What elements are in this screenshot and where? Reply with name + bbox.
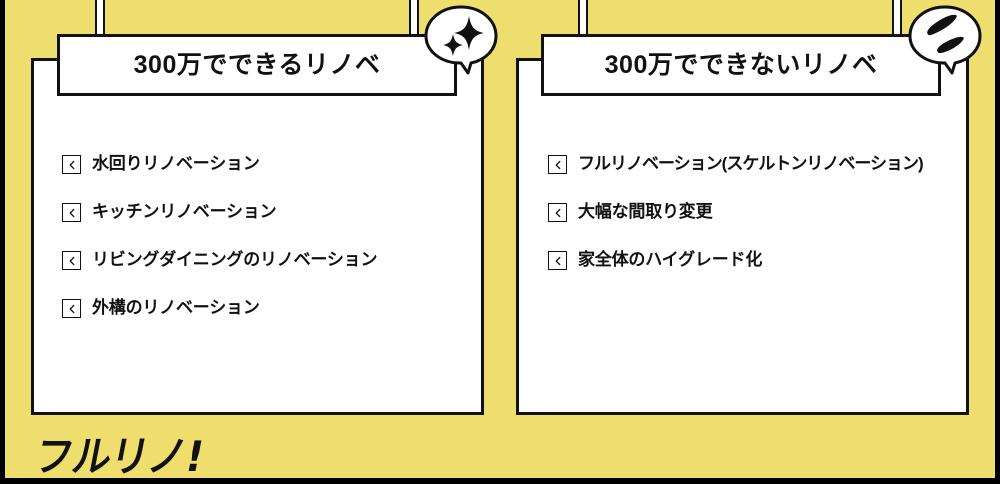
sparkles-icon	[424, 5, 498, 75]
list-item-label: キッチンリノベーション	[92, 202, 277, 222]
chevron-left-icon	[548, 155, 567, 174]
list-item-label: リビングダイニングのリノベーション	[92, 250, 378, 270]
chevron-left-icon	[62, 155, 81, 174]
fururino-logo: フルリノ!	[30, 432, 213, 481]
hanger-strap-left-1	[95, 0, 105, 60]
list-item-label: 外構のリノベーション	[92, 298, 260, 318]
list-item[interactable]: リビングダイニングのリノベーション	[62, 250, 378, 270]
panel-title-not-affordable: 300万でできないリノベ	[604, 50, 878, 79]
list-item[interactable]: キッチンリノベーション	[62, 202, 377, 222]
chevron-left-icon	[62, 203, 81, 222]
panel-title-affordable: 300万でできるリノベ	[133, 50, 381, 79]
panel-list-not-affordable: フルリノベーション(スケルトンリノベーション) 大幅な間取り変更 家全体のハイグ…	[548, 154, 924, 299]
chevron-left-icon	[548, 203, 567, 222]
list-item-label: フルリノベーション(スケルトンリノベーション)	[578, 154, 924, 174]
chevron-left-icon	[62, 299, 81, 318]
panel-card-not-affordable	[516, 58, 969, 415]
chevron-left-icon	[62, 251, 81, 270]
list-item-label: 水回りリノベーション	[92, 154, 260, 174]
hanger-strap-right-1	[578, 0, 588, 60]
hanger-strap-right-2	[892, 0, 902, 60]
list-item[interactable]: 大幅な間取り変更	[548, 202, 923, 222]
hanger-strap-left-2	[409, 0, 419, 60]
panel-title-ribbon-affordable: 300万でできるリノベ	[57, 34, 457, 96]
list-item-label: 大幅な間取り変更	[578, 202, 713, 222]
panel-list-affordable: 水回りリノベーション キッチンリノベーション リビングダイニングのリノベーション…	[62, 154, 378, 347]
fururino-logo-text: フルリノ!	[30, 432, 208, 481]
list-item-label: 家全体のハイグレード化	[578, 250, 763, 270]
list-item[interactable]: 外構のリノベーション	[62, 298, 377, 318]
list-item[interactable]: 水回りリノベーション	[62, 154, 377, 174]
panel-title-ribbon-not-affordable: 300万でできないリノベ	[541, 34, 941, 96]
sweat-drops-icon	[908, 5, 982, 75]
list-item[interactable]: 家全体のハイグレード化	[548, 250, 923, 270]
chevron-left-icon	[548, 251, 567, 270]
panel-card-affordable	[31, 58, 484, 415]
list-item[interactable]: フルリノベーション(スケルトンリノベーション)	[548, 154, 924, 174]
